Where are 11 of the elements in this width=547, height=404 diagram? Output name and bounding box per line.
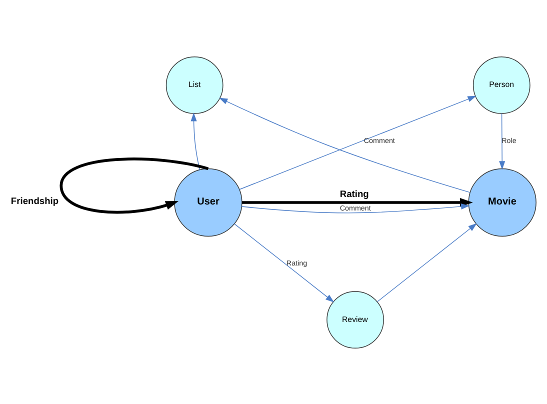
node-circle: List <box>166 56 224 114</box>
arrow <box>499 112 506 170</box>
arrow <box>234 223 334 302</box>
arrow <box>241 202 470 213</box>
node-circle: Person <box>472 56 530 114</box>
edge-label: Rating <box>340 188 369 199</box>
node-circle: User <box>174 168 242 236</box>
edge-label: Friendship <box>10 196 59 206</box>
arrow <box>190 112 200 170</box>
arrow <box>376 222 477 302</box>
arrow <box>242 197 473 207</box>
